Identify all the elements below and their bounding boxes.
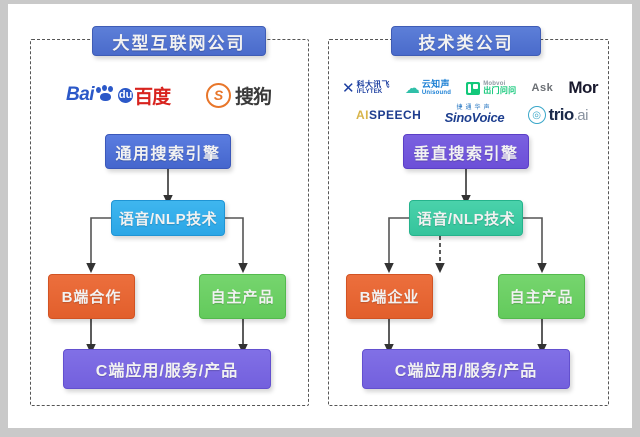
sogou-logo-cn: 搜狗 [234, 86, 272, 108]
aispeech-logo-rest: SPEECH [369, 108, 422, 122]
aispeech-logo-ai: AI [356, 108, 369, 122]
panel-right-logo-row-2: AI SPEECH 捷通华声 SinoVoice ◎ trio .ai [356, 104, 588, 126]
mor-logo-text: Mor [568, 78, 598, 97]
node-right-voice-nlp-tech[interactable]: 语音/NLP技术 [409, 200, 523, 236]
unisound-logo-en: Unisound [421, 89, 452, 96]
unisound-mark-icon: ☁ [404, 80, 420, 97]
panel-right-logo-row-1: ✕ 科大讯飞 iFLYTEK ☁ 云知声 Unisound Mobvoi 出门问… [342, 77, 598, 99]
node-left-general-search-engine[interactable]: 通用搜索引擎 [105, 134, 231, 169]
mor-logo: Mor [568, 78, 598, 98]
sinovoice-logo-en: SinoVoice [444, 109, 505, 125]
node-right-c-side-application[interactable]: C端应用/服务/产品 [362, 349, 570, 389]
node-left-voice-nlp-tech[interactable]: 语音/NLP技术 [111, 200, 225, 236]
iflytek-logo: ✕ 科大讯飞 iFLYTEK [342, 79, 390, 97]
aispeech-logo: AI SPEECH [356, 108, 421, 122]
panel-left-header: 大型互联网公司 [92, 26, 266, 56]
ask-logo: Ask [532, 82, 554, 94]
node-left-c-side-application[interactable]: C端应用/服务/产品 [63, 349, 271, 389]
trio-logo-suffix: .ai [573, 106, 589, 124]
panel-left-logo-row: Bai du 百度 S 搜狗 [66, 82, 272, 109]
mobvoi-mark-icon [466, 81, 481, 95]
node-right-own-product[interactable]: 自主产品 [498, 274, 585, 319]
node-left-own-product[interactable]: 自主产品 [199, 274, 286, 319]
trio-logo-text: trio [548, 105, 575, 124]
iflytek-logo-cn: 科大讯飞 [356, 79, 390, 89]
mobvoi-logo-cn: 出门问问 [483, 85, 517, 95]
baidu-paw-icon [95, 85, 117, 105]
unisound-logo-cn: 云知声 [421, 79, 450, 90]
ask-logo-text: Ask [531, 82, 554, 94]
trio-ai-logo: ◎ trio .ai [527, 105, 589, 125]
mobvoi-logo: Mobvoi 出门问问 [466, 81, 516, 96]
node-left-b-side-cooperation[interactable]: B端合作 [48, 274, 135, 319]
node-right-b-side-enterprise[interactable]: B端企业 [346, 274, 433, 319]
node-right-vertical-search-engine[interactable]: 垂直搜索引擎 [403, 134, 529, 169]
sogou-s-icon: S [205, 82, 231, 108]
trio-mark-icon: ◎ [527, 106, 546, 124]
baidu-logo: Bai du 百度 [66, 82, 171, 109]
baidu-logo-cn: 百度 [134, 86, 171, 108]
mobvoi-logo-en: Mobvoi [483, 80, 506, 87]
baidu-du-badge: du [118, 87, 134, 103]
sinovoice-logo-cn: 捷通华声 [456, 104, 493, 111]
sogou-logo: S 搜狗 [205, 82, 272, 109]
iflytek-logo-en: iFLYTEK [356, 89, 383, 96]
iflytek-mark-icon: ✕ [342, 80, 355, 97]
unisound-logo: ☁ 云知声 Unisound [405, 79, 451, 97]
panel-right-header: 技术类公司 [391, 26, 541, 56]
sinovoice-logo: 捷通华声 SinoVoice [445, 105, 505, 125]
diagram-canvas: 大型互联网公司 Bai du 百度 S 搜狗 通用搜索引擎 语音/NLP技术 B… [8, 4, 632, 428]
baidu-logo-en: Bai [66, 84, 95, 105]
